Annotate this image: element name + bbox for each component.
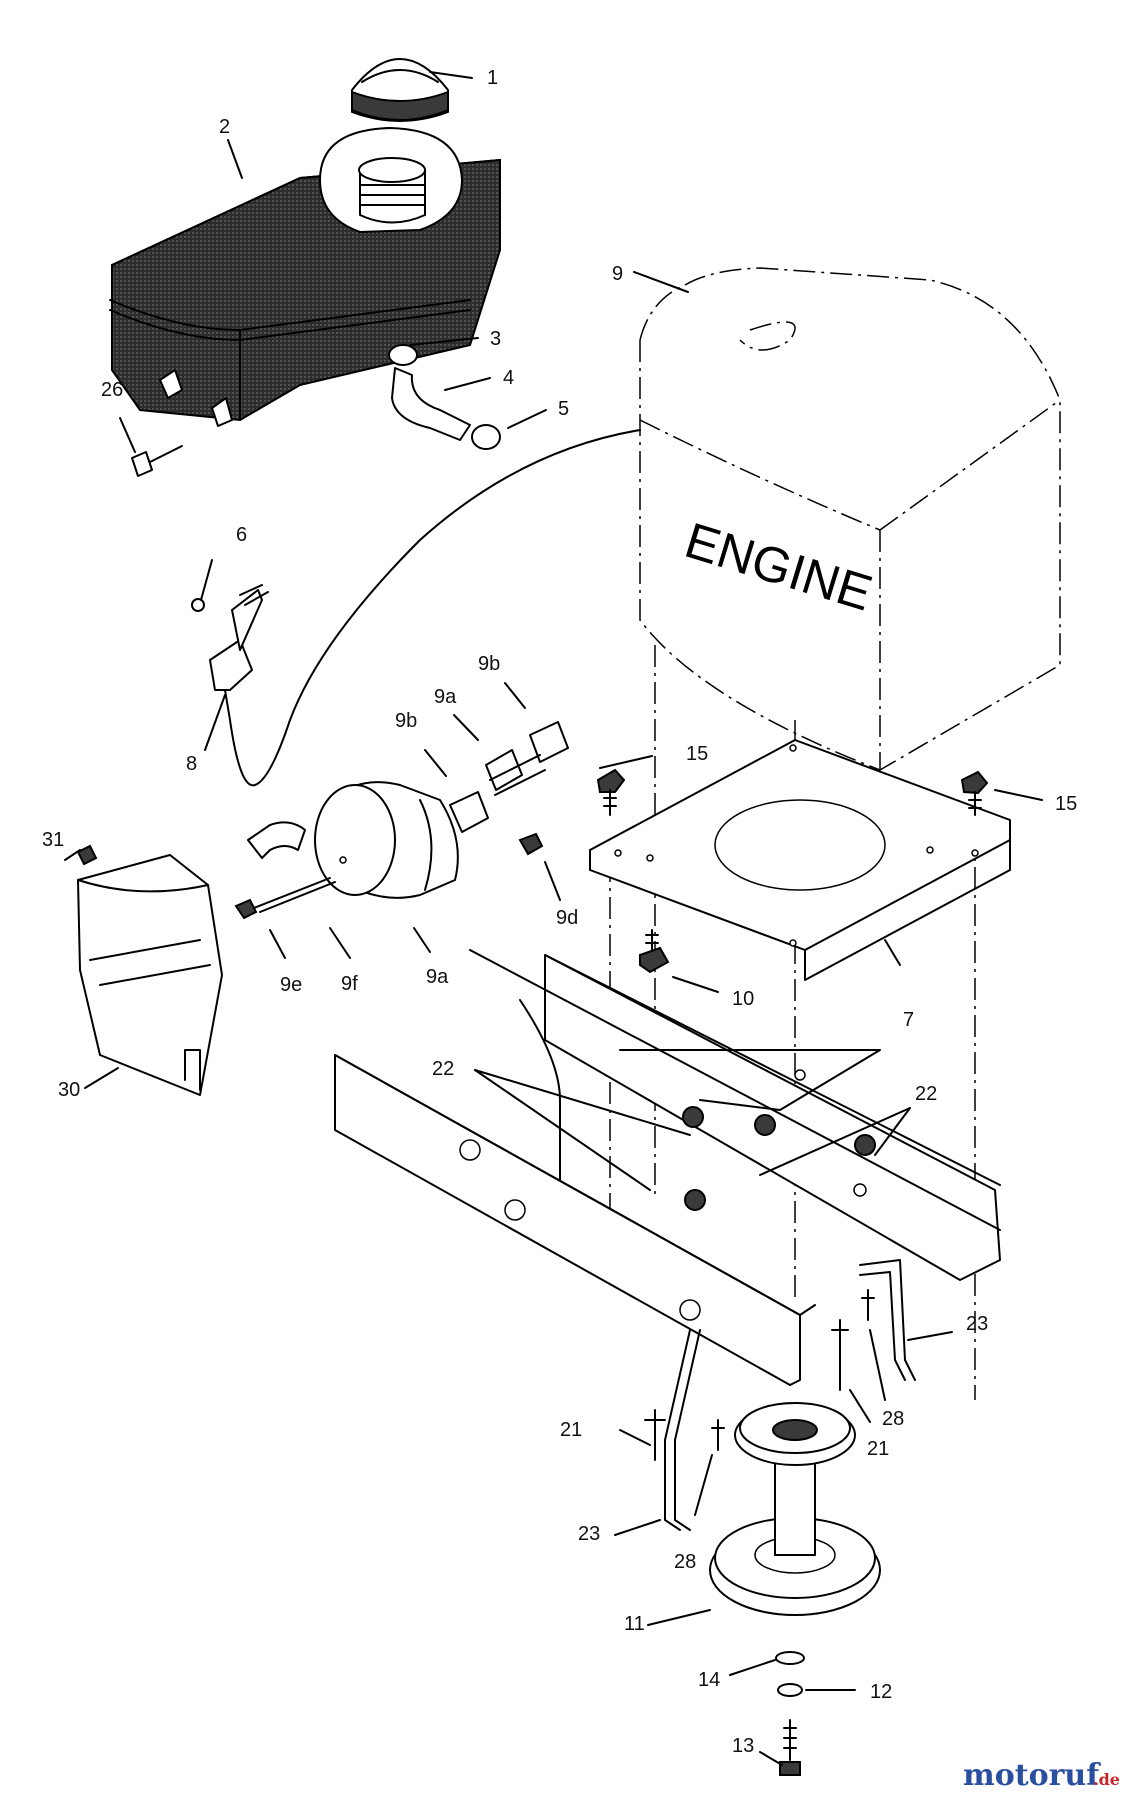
throttle-cable [224,429,641,787]
muffler [247,781,459,899]
callout-23-right: 23 [966,1313,988,1335]
callout-21-left: 21 [560,1419,582,1441]
engine-mounting-plate [589,739,1011,981]
callout-15-left: 15 [686,743,708,765]
watermark-suffix: .de [1093,1770,1120,1789]
engine-mounting-bolt [596,768,989,974]
leader-lines [64,71,1043,1766]
watermark-logo: motoruf .de [963,1758,1120,1793]
callout-11: 11 [624,1613,645,1635]
callout-28-right: 28 [882,1408,904,1430]
throttle-control [191,584,269,691]
callout-9b-right: 9b [478,653,500,675]
brake-rods [644,1259,916,1531]
tank-mounting-screw [131,369,233,477]
callout-9a-upper: 9a [434,686,457,708]
fuel-hose [388,344,501,450]
pulley-hardware [775,1651,805,1776]
callout-26: 26 [101,379,123,401]
tractor-frame [334,949,1001,1386]
callout-22-left: 22 [432,1058,454,1080]
engine-label: ENGINE [679,512,879,622]
callout-23-left: 23 [578,1523,600,1545]
callout-28-left: 28 [674,1551,696,1573]
callout-12: 12 [870,1681,892,1703]
callout-9b-left: 9b [395,710,417,732]
engine-pulley [709,1402,881,1616]
callout-7: 7 [903,1009,914,1031]
callout-13: 13 [732,1735,754,1757]
callout-9f: 9f [341,973,358,995]
callout-9e: 9e [280,974,302,996]
callout-9d: 9d [556,907,578,929]
callout-labels: 1 2 3 4 5 9 26 6 8 9b 9a 9b 15 15 31 9d … [42,67,1077,1757]
fuel-cap [351,58,449,122]
callout-22-right: 22 [915,1083,937,1105]
callout-5: 5 [558,398,569,420]
engine-block: ENGINE [639,267,1061,771]
callout-6: 6 [236,524,247,546]
exhaust-gaskets [449,721,569,856]
callout-31: 31 [42,829,64,851]
callout-14: 14 [698,1669,720,1691]
callout-30: 30 [58,1079,80,1101]
callout-3: 3 [490,328,501,350]
callout-1: 1 [487,67,498,89]
callout-10: 10 [732,988,754,1010]
muffler-bolt [234,877,336,920]
watermark-brand: motoruf [963,1758,1101,1793]
callout-8: 8 [186,753,197,775]
callout-4: 4 [503,367,514,389]
heat-shield [76,844,223,1096]
callout-15-right: 15 [1055,793,1077,815]
callout-9a-lower: 9a [426,966,449,988]
callout-9: 9 [612,263,623,285]
callout-21-right: 21 [867,1438,889,1460]
callout-2: 2 [219,116,230,138]
